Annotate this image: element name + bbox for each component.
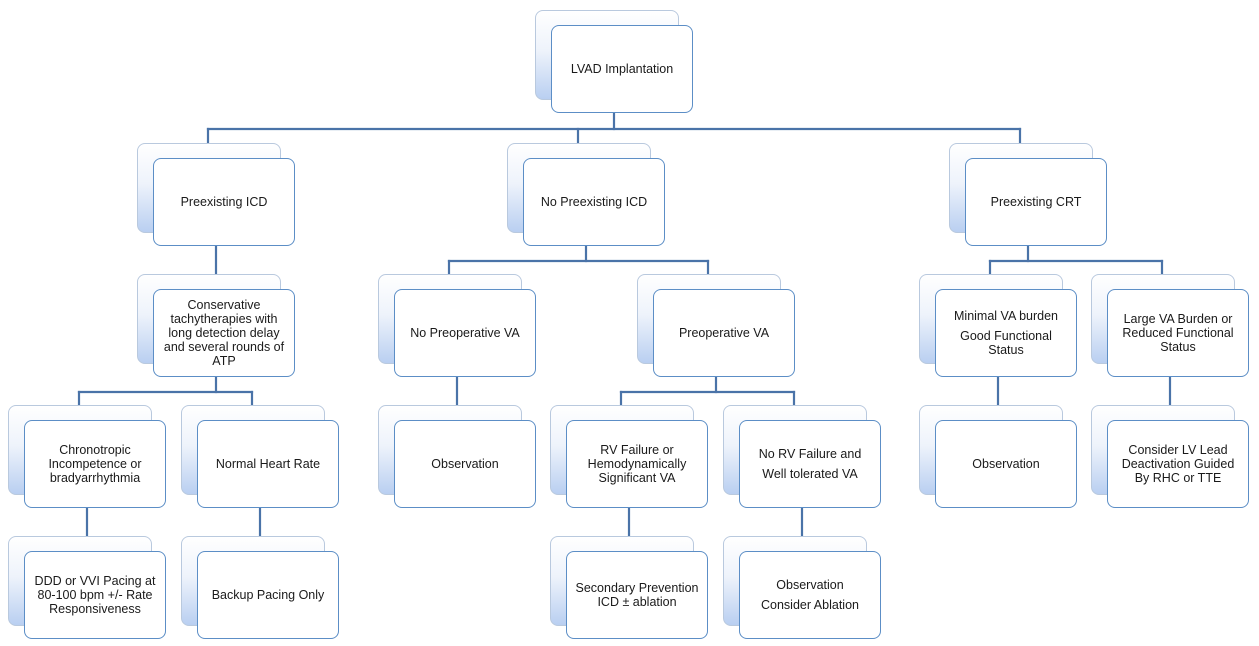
node-card: Consider LV Lead Deactivation Guided By … [1107, 420, 1249, 508]
node-label: Secondary Prevention ICD ± ablation [575, 581, 699, 609]
node-label: Preexisting CRT [990, 195, 1082, 209]
node-label: Chronotropic Incompetence or bradyarrhyt… [48, 443, 142, 485]
node-secondary: Secondary Prevention ICD ± ablation [550, 536, 708, 639]
node-card: No Preoperative VA [394, 289, 536, 377]
node-card: DDD or VVI Pacing at 80-100 bpm +/- Rate… [24, 551, 166, 639]
node-label: No Preoperative VA [410, 326, 520, 340]
node-label: Consider Ablation [761, 598, 859, 612]
node-card: RV Failure or Hemodynamically Significan… [566, 420, 708, 508]
node-label: Consider LV Lead Deactivation Guided By … [1121, 443, 1235, 485]
node-normal-hr: Normal Heart Rate [181, 405, 339, 508]
node-card: Chronotropic Incompetence or bradyarrhyt… [24, 420, 166, 508]
node-label: Observation [776, 578, 844, 592]
node-pre-crt: Preexisting CRT [949, 143, 1107, 246]
node-card: No Preexisting ICD [523, 158, 665, 246]
node-no-pre-icd: No Preexisting ICD [507, 143, 665, 246]
node-ddd-vvi: DDD or VVI Pacing at 80-100 bpm +/- Rate… [8, 536, 166, 639]
node-card: Observation [935, 420, 1077, 508]
node-preop-va: Preoperative VA [637, 274, 795, 377]
node-card: LVAD Implantation [551, 25, 693, 113]
node-label: RV Failure or Hemodynamically Significan… [587, 443, 687, 485]
node-card: Normal Heart Rate [197, 420, 339, 508]
node-label: No RV Failure and [758, 447, 862, 461]
node-label: Normal Heart Rate [215, 457, 321, 471]
node-rv-failure: RV Failure or Hemodynamically Significan… [550, 405, 708, 508]
node-label: No Preexisting ICD [540, 195, 648, 209]
node-backup: Backup Pacing Only [181, 536, 339, 639]
node-card: Preoperative VA [653, 289, 795, 377]
node-card: Preexisting ICD [153, 158, 295, 246]
node-label: Good Functional Status [960, 329, 1052, 357]
node-label: Conservative tachytherapies with long de… [163, 298, 285, 368]
node-card: Large VA Burden or Reduced Functional St… [1107, 289, 1249, 377]
node-card: Secondary Prevention ICD ± ablation [566, 551, 708, 639]
node-card: Preexisting CRT [965, 158, 1107, 246]
node-label: DDD or VVI Pacing at 80-100 bpm +/- Rate… [34, 574, 156, 616]
node-label: Preexisting ICD [180, 195, 268, 209]
node-observation-1: Observation [378, 405, 536, 508]
node-card: Backup Pacing Only [197, 551, 339, 639]
node-conservative: Conservative tachytherapies with long de… [137, 274, 295, 377]
node-label: Observation [972, 457, 1040, 471]
node-label: Observation [431, 457, 499, 471]
node-card: Conservative tachytherapies with long de… [153, 289, 295, 377]
node-label: Large VA Burden or Reduced Functional St… [1122, 312, 1234, 354]
node-label: Preoperative VA [678, 326, 770, 340]
node-no-preop-va: No Preoperative VA [378, 274, 536, 377]
node-pre-icd: Preexisting ICD [137, 143, 295, 246]
node-chronotropic: Chronotropic Incompetence or bradyarrhyt… [8, 405, 166, 508]
node-large-va: Large VA Burden or Reduced Functional St… [1091, 274, 1249, 377]
node-label: Backup Pacing Only [211, 588, 325, 602]
node-consider-lv: Consider LV Lead Deactivation Guided By … [1091, 405, 1249, 508]
node-label: Well tolerated VA [762, 467, 858, 481]
node-label: Minimal VA burden [954, 309, 1058, 323]
node-root: LVAD Implantation [535, 10, 693, 113]
node-observation-2: Observation [919, 405, 1077, 508]
node-label: LVAD Implantation [570, 62, 674, 76]
node-card: Observation [394, 420, 536, 508]
